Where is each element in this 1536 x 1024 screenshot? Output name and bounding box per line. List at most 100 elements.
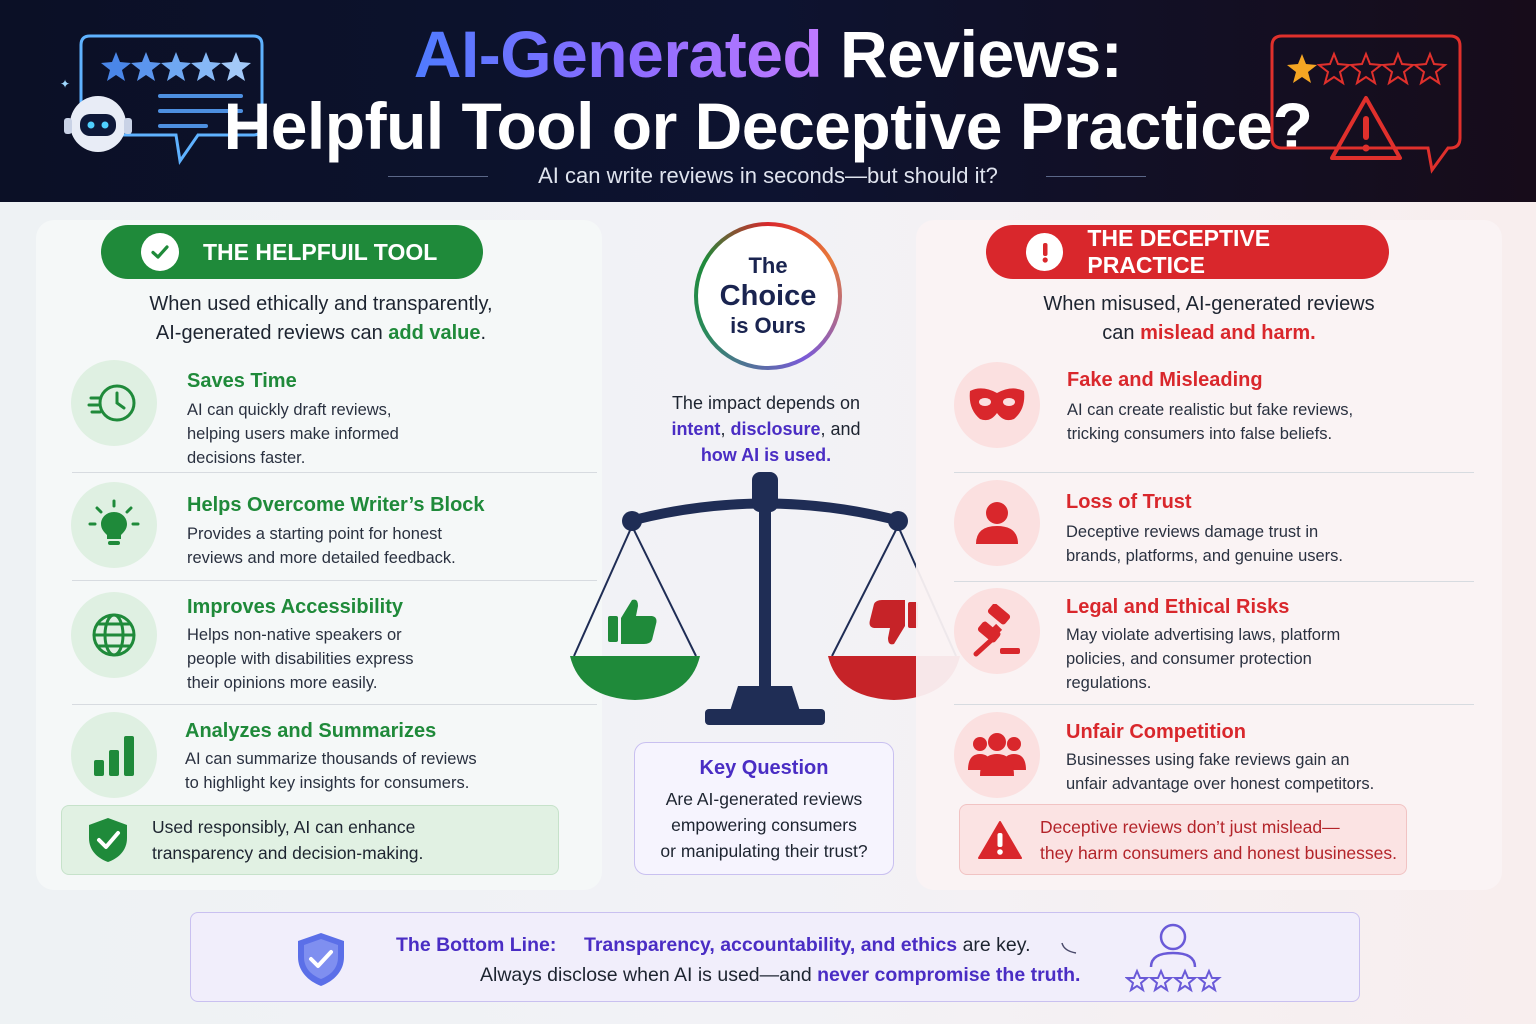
bottom-line-text2: Always disclose when AI is used—and neve… <box>480 964 1080 987</box>
helpful-intro-line1: When used ethically and transparently, <box>149 293 493 315</box>
shield-check-icon <box>89 818 127 862</box>
item-title: Saves Time <box>187 370 297 392</box>
desc-line: people with disabilities express <box>187 650 414 668</box>
helpful-intro-suffix: . <box>480 322 487 344</box>
bottom-line-box: The Bottom Line: Transparency, accountab… <box>190 912 1360 1002</box>
person-icon <box>954 480 1040 566</box>
item-description: AI can summarize thousands of reviews to… <box>185 747 477 795</box>
deceptive-practice-badge: THE DECEPTIVE PRACTICE <box>986 225 1389 279</box>
desc-line: tricking consumers into false beliefs. <box>1067 425 1333 443</box>
desc-line: unfair advantage over honest competitors… <box>1066 775 1375 793</box>
item-description: Provides a starting point for honest rev… <box>187 522 456 570</box>
page-subtitle: AI can write reviews in seconds—but shou… <box>538 163 998 188</box>
desc-line: regulations. <box>1066 674 1152 692</box>
key-question-text: Are AI-generated reviews empowering cons… <box>635 786 893 864</box>
deceptive-intro-highlight: mislead and harm. <box>1140 322 1316 344</box>
header-banner: ✦ AI-Generated Reviews: Helpful Tool or … <box>0 0 1536 202</box>
divider <box>954 472 1474 473</box>
item-title: Fake and Misleading <box>1067 369 1263 391</box>
desc-line: policies, and consumer protection <box>1066 650 1312 668</box>
desc-line: their opinions more easily. <box>187 674 378 692</box>
key-question-line: Are AI-generated reviews <box>665 789 863 809</box>
user-rating-icon <box>1125 923 1222 993</box>
helpful-intro-highlight: add value <box>388 322 481 344</box>
deceptive-practice-panel: THE DECEPTIVE PRACTICE When misused, AI-… <box>916 220 1502 890</box>
warning-review-icon <box>1270 34 1462 174</box>
note-line: Deceptive reviews don’t just mislead— <box>1040 816 1340 837</box>
note-line: they harm consumers and honest businesse… <box>1040 842 1397 863</box>
choice-line2: Choice <box>719 280 817 312</box>
robot-review-icon: ✦ <box>60 34 264 165</box>
helpful-summary-note: Used responsibly, AI can enhance transpa… <box>61 805 559 875</box>
bottom-prefix2: Always disclose when AI is used—and <box>480 964 818 986</box>
deceptive-intro: When misused, AI-generated reviews can m… <box>936 290 1482 348</box>
bottom-line-text1: Transparency, accountability, and ethics… <box>584 934 1031 957</box>
desc-line: to highlight key insights for consumers. <box>185 774 470 792</box>
check-circle-icon <box>141 233 179 271</box>
desc-line: AI can create realistic but fake reviews… <box>1067 401 1354 419</box>
desc-line: Businesses using fake reviews gain an <box>1066 751 1350 769</box>
mask-icon <box>954 362 1040 448</box>
desc-line: Deceptive reviews damage trust in <box>1066 523 1319 541</box>
helpful-intro-line2: AI-generated reviews can <box>155 322 389 344</box>
note-line: transparency and decision-making. <box>152 843 424 863</box>
helpful-tool-badge: THE HELPFUIL TOOL <box>101 225 483 279</box>
item-title: Legal and Ethical Risks <box>1066 596 1290 618</box>
note-text: Used responsibly, AI can enhance transpa… <box>152 814 423 866</box>
deceptive-intro-line1: When misused, AI-generated reviews <box>1043 293 1375 315</box>
subtitle-divider-left <box>388 176 488 177</box>
bottom-line-label: The Bottom Line: <box>396 934 557 956</box>
item-title: Unfair Competition <box>1066 721 1246 743</box>
deceptive-summary-note: Deceptive reviews don’t just mislead— th… <box>959 804 1407 875</box>
subtitle-divider-right <box>1046 176 1146 177</box>
choice-badge: The Choice is Ours <box>694 222 842 370</box>
key-question-title: Key Question <box>699 757 829 779</box>
impact-how: how AI is used. <box>700 445 832 465</box>
impact-disclosure: disclosure <box>730 419 821 439</box>
title-highlight: AI-Generated <box>413 17 823 91</box>
impact-intent: intent <box>671 419 721 439</box>
desc-line: decisions faster. <box>187 449 306 467</box>
desc-line: helping users make informed <box>187 425 399 443</box>
item-description: May violate advertising laws, platform p… <box>1066 623 1340 695</box>
bottom-highlight2: never compromise the truth. <box>817 964 1081 986</box>
item-description: Helps non-native speakers or people with… <box>187 623 414 695</box>
key-question-box: Key Question Are AI-generated reviews em… <box>634 742 894 875</box>
page-title-line2: Helpful Tool or Deceptive Practice? <box>223 89 1313 163</box>
divider <box>72 580 597 581</box>
globe-icon <box>71 592 157 678</box>
item-description: AI can quickly draft reviews, helping us… <box>187 398 399 470</box>
desc-line: Provides a starting point for honest <box>187 525 442 543</box>
desc-line: May violate advertising laws, platform <box>1066 626 1341 644</box>
lightbulb-icon <box>71 482 157 568</box>
helpful-tool-badge-label: THE HELPFUIL TOOL <box>203 238 438 265</box>
shield-check-icon <box>298 933 344 986</box>
title-rest: Reviews: <box>822 17 1123 91</box>
cursor-mark-icon <box>1061 942 1077 954</box>
divider <box>954 581 1474 582</box>
warning-triangle-icon <box>978 820 1022 859</box>
bottom-rest1: are key. <box>957 934 1031 956</box>
gavel-icon <box>954 588 1040 674</box>
item-description: Deceptive reviews damage trust in brands… <box>1066 520 1343 568</box>
item-title: Improves Accessibility <box>187 596 404 618</box>
key-question-line: or manipulating their trust? <box>660 841 868 861</box>
item-title: Helps Overcome Writer’s Block <box>187 494 485 516</box>
desc-line: AI can summarize thousands of reviews <box>185 750 477 768</box>
divider <box>72 704 597 705</box>
divider <box>954 704 1474 705</box>
note-line: Used responsibly, AI can enhance <box>152 817 416 837</box>
note-text: Deceptive reviews don’t just mislead— th… <box>1040 814 1397 866</box>
svg-text:✦: ✦ <box>60 77 70 91</box>
balance-scale-icon <box>570 472 960 725</box>
helpful-tool-panel: THE HELPFUIL TOOL When used ethically an… <box>36 220 602 890</box>
item-title: Loss of Trust <box>1066 491 1192 513</box>
desc-line: AI can quickly draft reviews, <box>187 401 392 419</box>
divider <box>72 472 597 473</box>
choice-line3: is Ours <box>730 313 806 338</box>
deceptive-intro-line2: can <box>1102 322 1141 344</box>
key-question-line: empowering consumers <box>671 815 857 835</box>
page-title-line1: AI-Generated Reviews: <box>0 16 1536 92</box>
item-description: AI can create realistic but fake reviews… <box>1067 398 1353 446</box>
choice-line1: The <box>748 253 788 278</box>
